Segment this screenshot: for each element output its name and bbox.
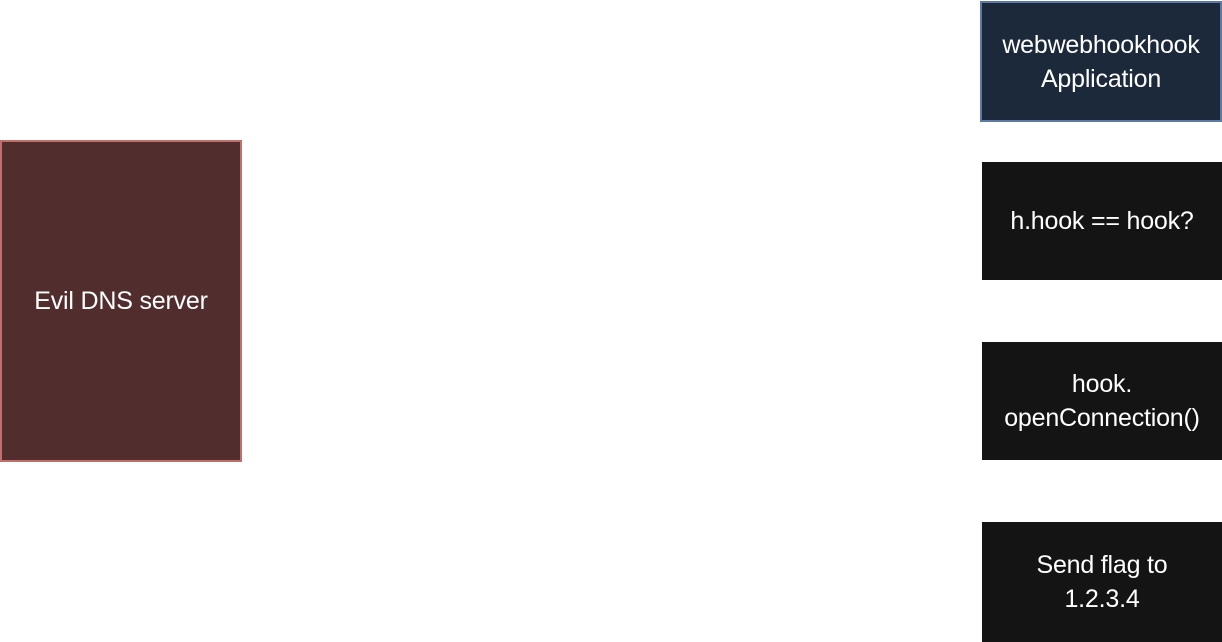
hook-check-label: h.hook == hook? bbox=[1010, 207, 1194, 235]
open-connection-line-2: openConnection() bbox=[1004, 404, 1200, 432]
send-flag-node: Send flag to 1.2.3.4 bbox=[982, 522, 1222, 642]
evil-dns-server-node: Evil DNS server bbox=[0, 140, 242, 462]
send-flag-line-1: Send flag to bbox=[1036, 551, 1168, 579]
webwebhookhook-application-node: webwebhookhook Application bbox=[980, 1, 1222, 122]
hook-check-node: h.hook == hook? bbox=[982, 162, 1222, 280]
application-title-line-1: webwebhookhook bbox=[1002, 30, 1200, 59]
application-title-line-2: Application bbox=[1040, 64, 1162, 93]
send-flag-line-2: 1.2.3.4 bbox=[1064, 585, 1140, 613]
open-connection-line-1: hook. bbox=[1071, 370, 1133, 398]
evil-dns-server-label: Evil DNS server bbox=[34, 287, 208, 315]
open-connection-node: hook. openConnection() bbox=[982, 342, 1222, 460]
